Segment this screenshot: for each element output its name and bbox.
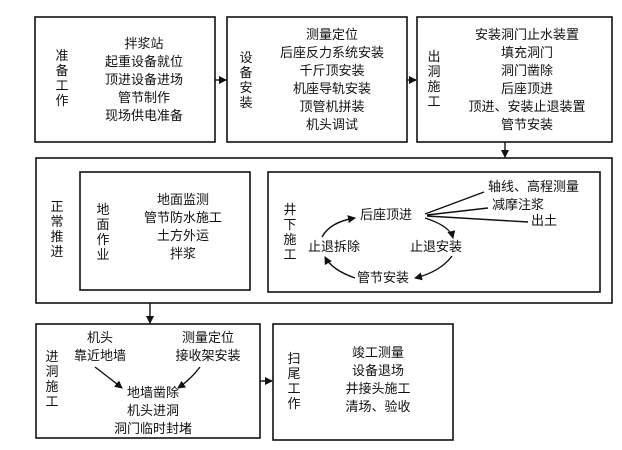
finish-title: 扫尾工作 xyxy=(287,352,301,412)
ground-items: 地面监测 管节防水施工 土方外运 拌浆 xyxy=(120,192,246,264)
prep-items: 拌浆站 起重设备就位 顶进设备进场 管节制作 现场供电准备 xyxy=(79,36,209,126)
enter-right-top: 测量定位 接收架安装 xyxy=(166,330,250,366)
ground-title: 地面作业 xyxy=(96,203,110,263)
ground-item: 拌浆 xyxy=(169,247,196,262)
well-side-item: 减摩注浆 xyxy=(492,198,545,213)
install-item: 千斤顶安装 xyxy=(299,64,365,79)
side-line-3 xyxy=(426,215,529,223)
exit-item: 安装洞门止水装置 xyxy=(474,28,579,43)
normal-box xyxy=(35,157,613,304)
enter-right-item: 接收架安装 xyxy=(175,349,241,364)
cycle-left: 止退拆除 xyxy=(308,240,361,255)
cycle-arrow-top-right xyxy=(424,217,456,239)
enter-arrow-right xyxy=(177,366,201,389)
install-item: 后座反力系统安装 xyxy=(279,46,384,61)
finish-box xyxy=(272,323,454,441)
cycle-arrow-left-top xyxy=(321,215,356,238)
install-item: 顶管机拼装 xyxy=(299,100,365,115)
enter-title: 进洞施工 xyxy=(45,350,59,410)
enter-arrow-left xyxy=(94,366,123,389)
normal-title: 正常推进 xyxy=(50,200,64,260)
install-title: 设备安装 xyxy=(239,51,253,111)
enter-right-item: 测量定位 xyxy=(181,331,234,346)
side-line-2 xyxy=(426,207,489,216)
enter-bottom-item: 机头进洞 xyxy=(126,404,179,419)
prep-item: 起重设备就位 xyxy=(104,55,183,70)
prep-item: 拌浆站 xyxy=(124,37,164,52)
exit-item: 后座顶进 xyxy=(500,82,553,97)
enter-bottom-item: 洞门临时封堵 xyxy=(113,422,192,437)
well-title: 井下施工 xyxy=(283,203,297,263)
prep-title: 准备工作 xyxy=(55,49,69,109)
exit-item: 洞门凿除 xyxy=(500,64,553,79)
prep-item: 现场供电准备 xyxy=(104,109,183,124)
prep-item: 顶进设备进场 xyxy=(104,73,183,88)
enter-left-item: 机头 xyxy=(86,331,113,346)
ground-item: 土方外运 xyxy=(156,229,209,244)
cycle-arrow-right-bottom xyxy=(414,255,453,281)
exit-box xyxy=(416,16,613,143)
finish-item: 清场、验收 xyxy=(345,400,411,415)
install-item: 机座导轨安装 xyxy=(292,82,371,97)
exit-item: 顶进、安装止退装置 xyxy=(468,100,586,115)
finish-items: 竣工测量 设备退场 井接头施工 清场、验收 xyxy=(318,345,438,417)
enter-left-item: 靠近地墙 xyxy=(73,349,126,364)
ground-box xyxy=(79,171,251,291)
enter-bottom-item: 地墙凿除 xyxy=(126,386,179,401)
well-side-item: 出土 xyxy=(531,214,558,229)
install-item: 测量定位 xyxy=(305,28,358,43)
finish-item: 井接头施工 xyxy=(345,382,411,397)
cycle-bottom: 管节安装 xyxy=(357,271,410,286)
enter-left-top: 机头 靠近地墙 xyxy=(70,330,130,366)
cycle-top: 后座顶进 xyxy=(360,208,413,223)
exit-items: 安装洞门止水装置 填充洞门 洞门凿除 后座顶进 顶进、安装止退装置 管节安装 xyxy=(447,27,607,135)
prep-item: 管节制作 xyxy=(117,91,170,106)
enter-bottom: 地墙凿除 机头进洞 洞门临时封堵 xyxy=(98,385,208,439)
side-line-1 xyxy=(424,191,485,215)
cycle-right: 止退安装 xyxy=(410,240,463,255)
exit-item: 管节安装 xyxy=(500,118,553,133)
exit-item: 填充洞门 xyxy=(500,46,553,61)
finish-item: 设备退场 xyxy=(351,364,404,379)
install-items: 测量定位 后座反力系统安装 千斤顶安装 机座导轨安装 顶管机拼装 机头调试 xyxy=(260,27,404,135)
ground-item: 地面监测 xyxy=(156,193,209,208)
well-side-item: 轴线、高程测量 xyxy=(488,180,580,195)
install-item: 机头调试 xyxy=(305,118,358,133)
finish-item: 竣工测量 xyxy=(351,346,404,361)
well-box xyxy=(267,171,601,293)
cycle-arrow-bottom-left xyxy=(324,256,356,279)
ground-item: 管节防水施工 xyxy=(143,211,222,226)
exit-title: 出洞施工 xyxy=(427,50,441,110)
